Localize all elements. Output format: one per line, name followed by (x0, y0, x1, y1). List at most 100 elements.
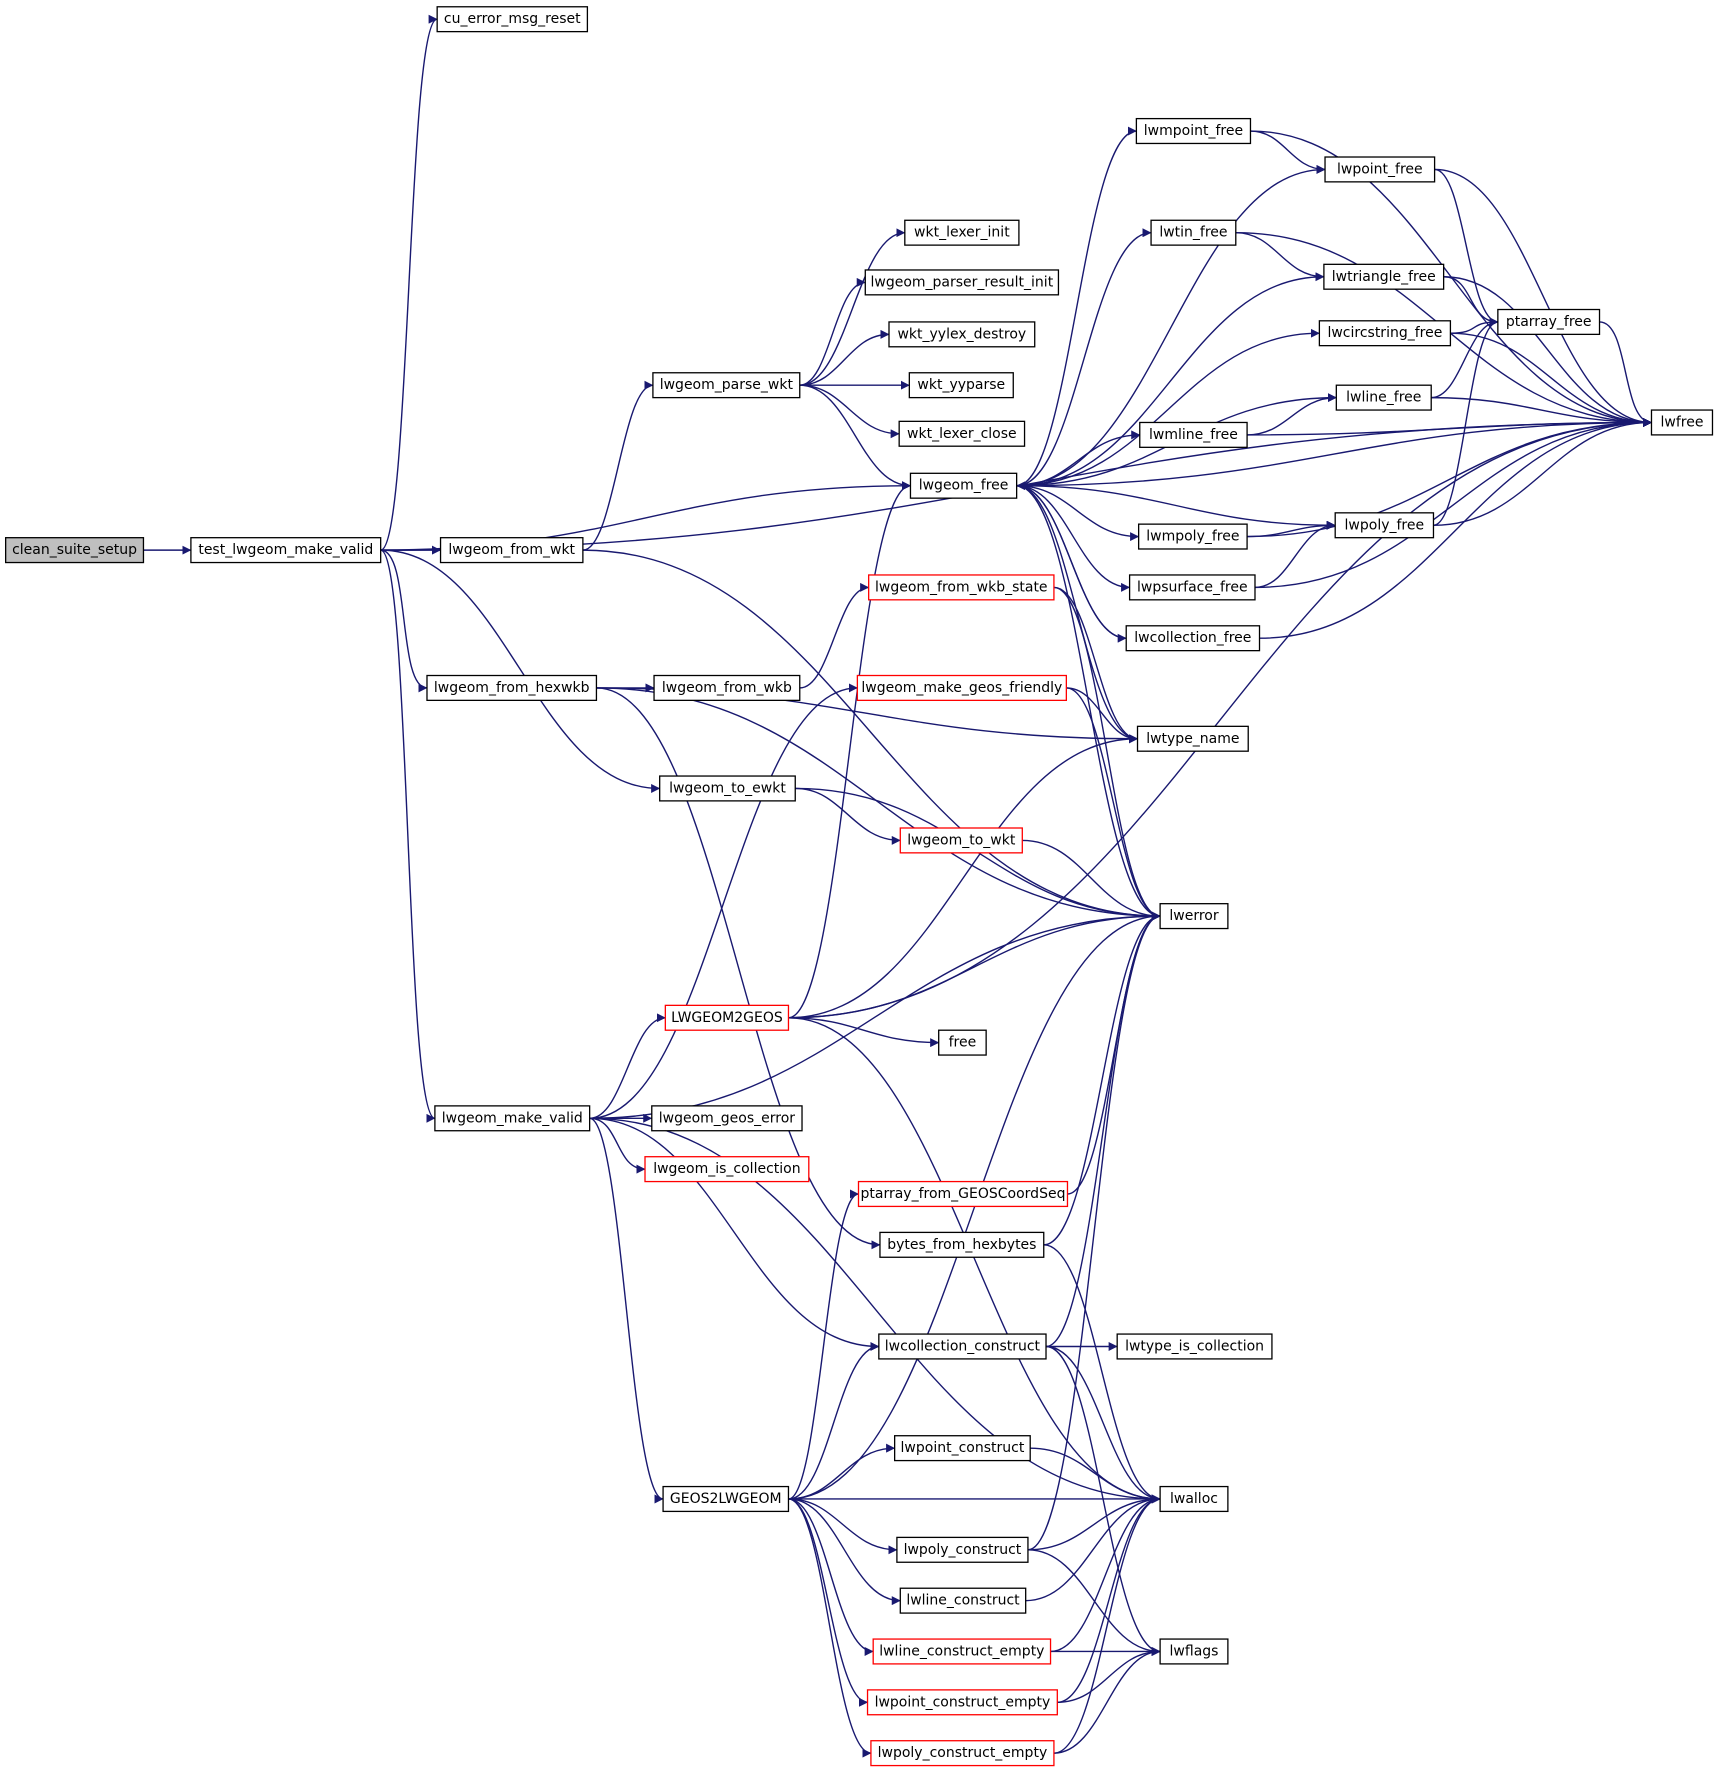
node-label: test_lwgeom_make_valid (198, 542, 373, 558)
node-box (904, 219, 1020, 246)
node-box (1335, 384, 1432, 411)
node-lwgeom_is_collection[interactable]: lwgeom_is_collection (644, 1156, 810, 1183)
node-box (864, 269, 1060, 296)
edge-lwtriangle_free-to-lwfree (1443, 276, 1652, 427)
node-lwline_construct[interactable]: lwline_construct (899, 1587, 1027, 1614)
edge-GEOS2LWGEOM-to-ptarray_from_GEOSCoordSeq (788, 1189, 859, 1500)
node-lwgeom_from_hexwkb[interactable]: lwgeom_from_hexwkb (426, 674, 598, 702)
node-lwgeom_make_geos_friendly[interactable]: lwgeom_make_geos_friendly (856, 674, 1067, 702)
node-label: lwline_construct_empty (879, 1643, 1044, 1659)
node-lwpoly_construct[interactable]: lwpoly_construct (896, 1536, 1029, 1563)
node-box (436, 6, 589, 33)
node-label: lwflags (1170, 1643, 1219, 1659)
edge-lwgeom_free-to-lwpoly_free (1016, 485, 1336, 530)
node-label: cu_error_msg_reset (444, 11, 581, 27)
node-box (899, 1587, 1027, 1614)
node-lwmline_free[interactable]: lwmline_free (1139, 421, 1248, 448)
node-lwgeom_parser_result_init[interactable]: lwgeom_parser_result_init (864, 269, 1060, 296)
node-lwtype_name[interactable]: lwtype_name (1136, 725, 1249, 752)
edge-lwmline_free-to-lwline_free (1247, 393, 1337, 436)
node-label: lwpoly_free (1345, 517, 1425, 533)
node-lwpoint_construct_empty[interactable]: lwpoint_construct_empty (866, 1689, 1058, 1716)
node-lwpoint_construct[interactable]: lwpoint_construct (893, 1435, 1031, 1462)
node-lwline_construct_empty[interactable]: lwline_construct_empty (872, 1638, 1052, 1665)
node-bytes_from_hexbytes[interactable]: bytes_from_hexbytes (879, 1231, 1045, 1258)
edge-lwgeom_free-to-lwmpoint_free (1016, 126, 1137, 487)
node-lwgeom_from_wkt[interactable]: lwgeom_from_wkt (439, 537, 584, 564)
node-cu_error_msg_reset[interactable]: cu_error_msg_reset (436, 6, 589, 33)
node-box (1150, 219, 1237, 246)
edge-lwgeom_free-to-lwcircstring_free (1016, 328, 1320, 487)
node-box (1136, 725, 1249, 752)
edge-bytes_from_hexbytes-to-lwalloc (1043, 1244, 1161, 1504)
node-label: LWGEOM2GEOS (671, 1010, 783, 1026)
edge-lwgeom_free-to-lwerror (1016, 485, 1161, 921)
node-wkt_lexer_init[interactable]: wkt_lexer_init (904, 219, 1020, 246)
node-test_lwgeom_make_valid[interactable]: test_lwgeom_make_valid (190, 537, 382, 564)
node-label: lwgeom_geos_error (659, 1110, 796, 1126)
node-label: clean_suite_setup (12, 542, 137, 558)
node-label: lwcollection_free (1134, 630, 1251, 646)
edge-lwgeom_free-to-lwfree (1016, 417, 1652, 487)
node-lwpoint_free[interactable]: lwpoint_free (1324, 156, 1436, 183)
node-label: lwgeom_from_wkt (448, 542, 575, 558)
node-lwgeom_to_ewkt[interactable]: lwgeom_to_ewkt (659, 775, 796, 802)
node-clean_suite_setup[interactable]: clean_suite_setup (4, 537, 145, 564)
edge-LWGEOM2GEOS-to-lwgeom_free (788, 481, 911, 1019)
node-lwflags[interactable]: lwflags (1159, 1638, 1229, 1665)
node-label: lwpoint_construct_empty (875, 1694, 1051, 1710)
node-label: lwgeom_parse_wkt (660, 377, 794, 393)
node-GEOS2LWGEOM[interactable]: GEOS2LWGEOM (662, 1485, 790, 1513)
node-LWGEOM2GEOS[interactable]: LWGEOM2GEOS (664, 1004, 790, 1031)
node-label: lwgeom_from_hexwkb (434, 680, 590, 696)
node-lwline_free[interactable]: lwline_free (1335, 384, 1432, 411)
node-lwgeom_from_wkb_state[interactable]: lwgeom_from_wkb_state (868, 574, 1055, 601)
node-ptarray_from_GEOSCoordSeq[interactable]: ptarray_from_GEOSCoordSeq (857, 1180, 1069, 1208)
node-lwgeom_geos_error[interactable]: lwgeom_geos_error (651, 1105, 803, 1132)
edge-test_lwgeom_make_valid-to-lwgeom_from_hexwkb (380, 549, 428, 693)
node-lwalloc[interactable]: lwalloc (1159, 1485, 1229, 1513)
edge-lwgeom_make_geos_friendly-to-lwerror (1066, 687, 1161, 921)
node-lwtin_free[interactable]: lwtin_free (1150, 219, 1237, 246)
node-lwfree[interactable]: lwfree (1650, 409, 1714, 436)
node-box (1159, 1485, 1229, 1513)
node-box (857, 1180, 1069, 1208)
node-ptarray_free[interactable]: ptarray_free (1497, 308, 1601, 336)
node-label: lwgeom_to_ewkt (669, 780, 786, 796)
node-lwcollection_construct[interactable]: lwcollection_construct (878, 1333, 1047, 1360)
edge-lwcollection_free-to-lwfree (1259, 417, 1652, 639)
node-lwpoly_construct_empty[interactable]: lwpoly_construct_empty (870, 1740, 1055, 1767)
edge-lwgeom_from_wkb_state-to-lwtype_name (1053, 586, 1138, 744)
edge-lwgeom_free-to-lwpsurface_free (1016, 485, 1131, 592)
node-label: lwgeom_parser_result_init (871, 274, 1054, 290)
edge-lwcollection_construct-to-lwalloc (1046, 1345, 1161, 1504)
node-wkt_yylex_destroy[interactable]: wkt_yylex_destroy (888, 321, 1036, 348)
node-box (1650, 409, 1714, 436)
node-lwcircstring_free[interactable]: lwcircstring_free (1318, 320, 1452, 347)
node-lwpoly_free[interactable]: lwpoly_free (1334, 512, 1435, 539)
node-lwerror[interactable]: lwerror (1159, 903, 1229, 930)
node-box (644, 1156, 810, 1183)
node-lwpsurface_free[interactable]: lwpsurface_free (1128, 574, 1256, 601)
node-label: lwgeom_from_wkb (662, 680, 792, 696)
node-lwgeom_parse_wkt[interactable]: lwgeom_parse_wkt (652, 372, 801, 399)
node-box (899, 827, 1023, 854)
node-label: free (949, 1035, 977, 1051)
node-lwgeom_from_wkb[interactable]: lwgeom_from_wkb (653, 674, 801, 702)
node-lwcollection_free[interactable]: lwcollection_free (1125, 625, 1261, 652)
node-label: lwpoly_construct (904, 1542, 1022, 1558)
edge-lwgeom_make_valid-to-lwgeom_make_geos_friendly (589, 683, 858, 1120)
node-box (1159, 903, 1229, 930)
node-lwmpoint_free[interactable]: lwmpoint_free (1135, 117, 1252, 145)
edge-lwpoly_construct_empty-to-lwalloc (1053, 1494, 1161, 1754)
node-lwmpoly_free[interactable]: lwmpoly_free (1137, 523, 1248, 550)
node-lwtriangle_free[interactable]: lwtriangle_free (1323, 263, 1445, 290)
node-wkt_lexer_close[interactable]: wkt_lexer_close (898, 420, 1026, 447)
node-lwgeom_make_valid[interactable]: lwgeom_make_valid (434, 1105, 591, 1132)
node-wkt_yyparse[interactable]: wkt_yyparse (908, 372, 1014, 399)
node-lwgeom_free[interactable]: lwgeom_free (909, 472, 1018, 499)
node-lwtype_is_collection[interactable]: lwtype_is_collection (1116, 1333, 1273, 1360)
node-free[interactable]: free (938, 1029, 987, 1056)
node-box (651, 1105, 803, 1132)
node-lwgeom_to_wkt[interactable]: lwgeom_to_wkt (899, 827, 1023, 854)
